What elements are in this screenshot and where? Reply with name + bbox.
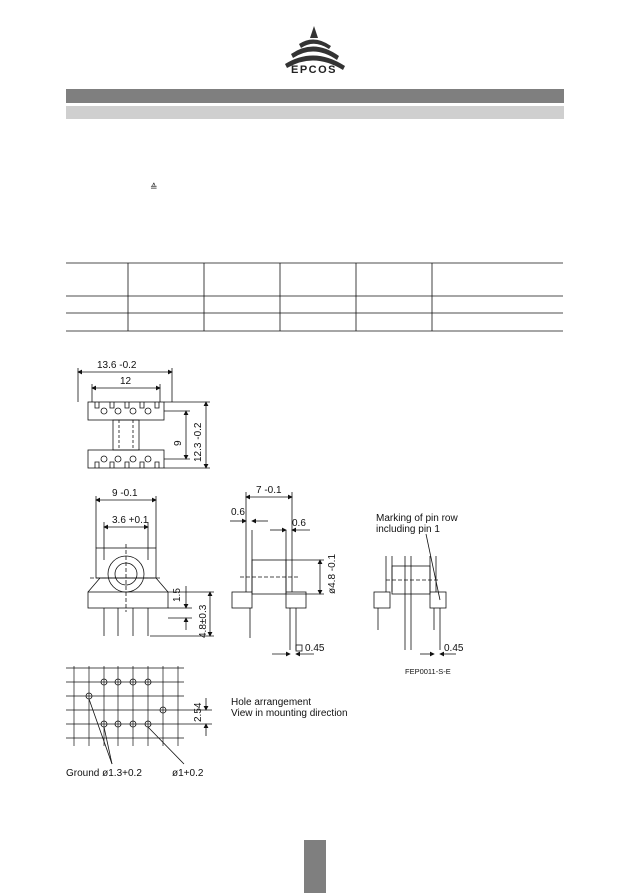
header-band-dark — [66, 89, 564, 103]
dim-front-width: 9 -0.1 — [112, 488, 138, 499]
ground-hole-label: Ground ø1.3+0.2 — [66, 768, 142, 779]
dim-overall-width: 13.6 -0.2 — [97, 360, 137, 371]
data-table — [66, 262, 563, 332]
dim-marking-pin: 0.45 — [444, 643, 464, 654]
dim-overall-depth: 12.3 -0.2 — [193, 422, 204, 462]
side-view — [230, 492, 324, 657]
header-band-light — [66, 106, 564, 119]
top-view — [77, 368, 210, 469]
dim-pin-length: 4.8±0.3 — [198, 604, 209, 638]
dim-diameter: ø4.8 -0.1 — [327, 554, 338, 594]
hole-note-line2: View in mounting direction — [231, 708, 348, 719]
hole-size-label: ø1+0.2 — [172, 768, 204, 779]
page-tab — [304, 840, 326, 893]
dim-side-pin: 0.45 — [305, 643, 325, 654]
dim-flange-right: 0.6 — [292, 518, 306, 529]
front-view — [87, 496, 214, 637]
dim-pitch: 2.54 — [193, 702, 204, 722]
hole-note-line1: Hole arrangement — [231, 697, 311, 708]
dim-bore: 3.6 +0.1 — [112, 515, 149, 526]
marking-note-line2: including pin 1 — [376, 524, 440, 535]
correspondence-symbol: ≙ — [150, 182, 158, 192]
dim-pin-row-spacing: 9 — [173, 440, 184, 446]
hole-layout — [66, 666, 212, 765]
marking-view — [373, 533, 456, 657]
dim-side-width: 7 -0.1 — [256, 485, 282, 496]
dim-flange-left: 0.6 — [231, 507, 245, 518]
figure-code: FEP0011-S-E — [405, 667, 451, 676]
dim-step: 1.5 — [172, 588, 183, 602]
marking-note-line1: Marking of pin row — [376, 513, 458, 524]
dim-inner-width: 12 — [120, 376, 132, 387]
brand-name: EPCOS — [290, 64, 337, 76]
epcos-logo — [285, 26, 345, 70]
